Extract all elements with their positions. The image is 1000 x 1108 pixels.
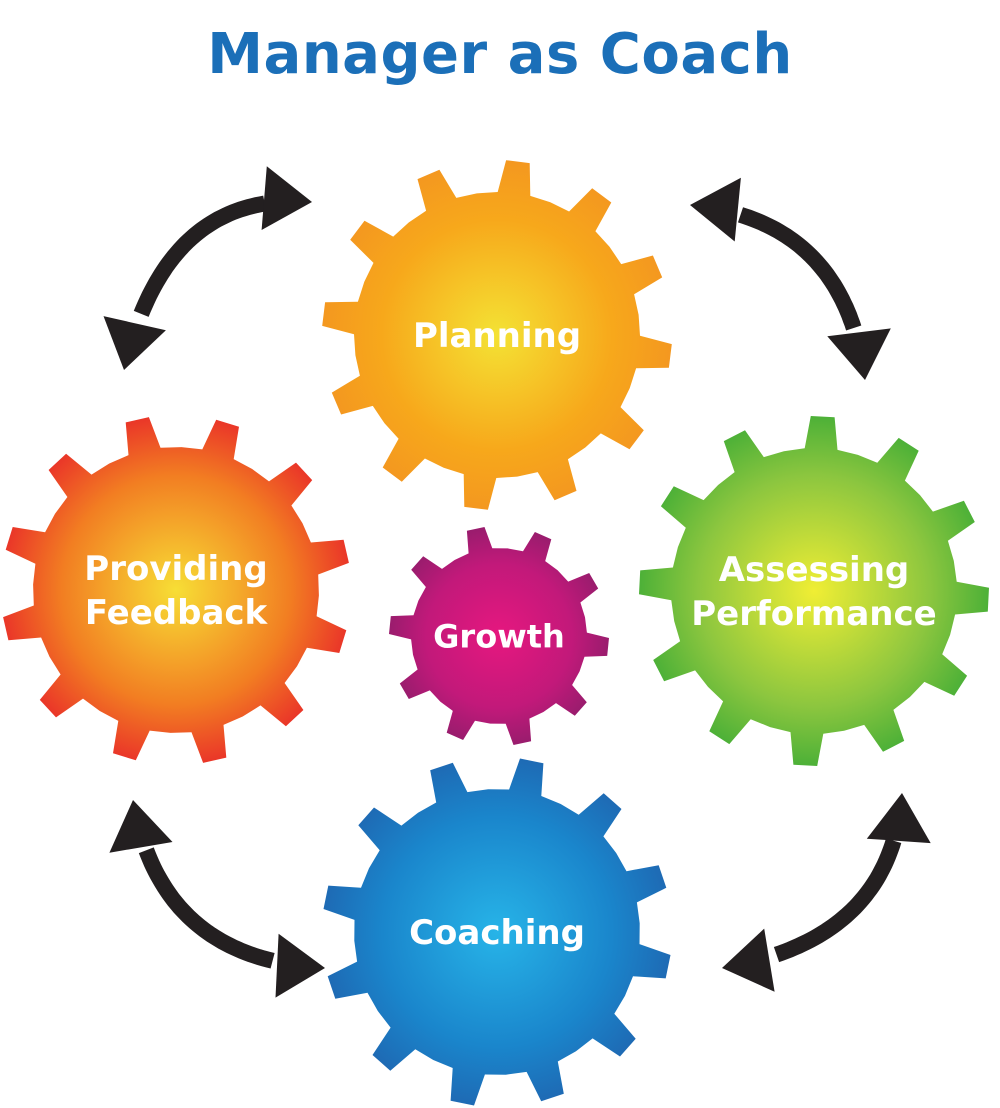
gear-label-coaching: Coaching (409, 913, 585, 953)
gear-planning: Planning (322, 160, 672, 510)
gear-label-feedback: Providing (84, 549, 267, 589)
gear-icon (322, 160, 672, 510)
gear-label-planning: Planning (413, 316, 581, 356)
gear-icon (389, 527, 609, 745)
gear-icon (323, 758, 671, 1106)
gear-icon (3, 417, 349, 763)
arrow-coaching-feedback (109, 800, 325, 998)
gear-icon (639, 416, 989, 766)
gear-label-assessing: Performance (691, 594, 936, 634)
arrow-planning-assessing (690, 177, 891, 380)
gear-label-feedback: Feedback (85, 593, 269, 633)
gear-label-growth: Growth (433, 618, 565, 656)
gear-label-assessing: Assessing (719, 550, 910, 590)
gear-coaching: Coaching (323, 758, 671, 1106)
arrow-assessing-coaching (722, 793, 931, 992)
arrows-layer (103, 166, 931, 998)
arrow-feedback-planning (103, 166, 312, 370)
diagram-title: Manager as Coach (207, 22, 793, 87)
gear-growth: Growth (389, 527, 609, 745)
